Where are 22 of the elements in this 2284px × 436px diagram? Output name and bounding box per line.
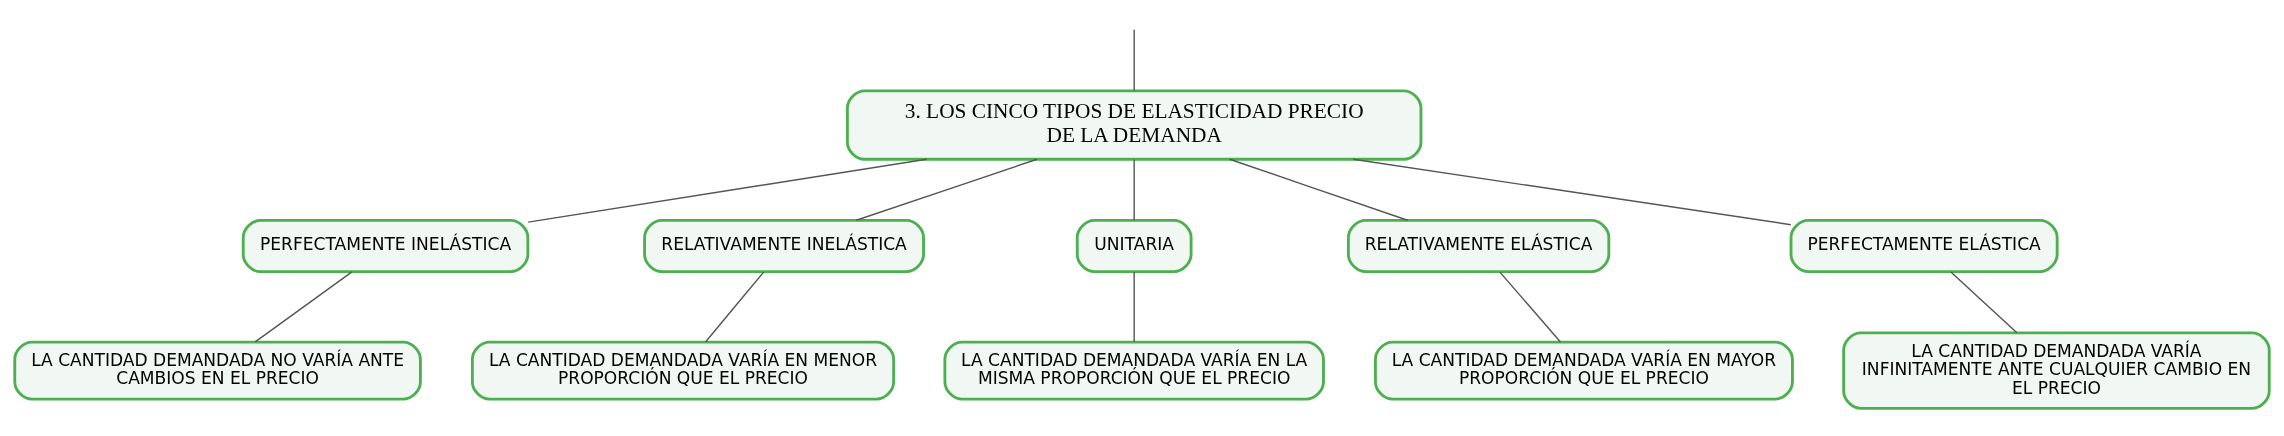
node-box: LA CANTIDAD DEMANDADA VARÍA EN MAYOR PROPORCIÓN QUE EL PRECIO [1374, 340, 1794, 400]
connector [704, 270, 765, 343]
connector [254, 270, 353, 343]
node-box: LA CANTIDAD DEMANDADA NO VARÍA ANTE CAMBIOS EN EL PRECIO [13, 340, 422, 400]
node-box: UNITARIA [1075, 218, 1193, 273]
connector [1133, 158, 1135, 221]
connector [527, 158, 928, 223]
connector [1133, 28, 1135, 91]
node-box: LA CANTIDAD DEMANDADA VARÍA EN LA MISMA PROPORCIÓN QUE EL PRECIO [943, 340, 1325, 400]
connector [1499, 270, 1562, 343]
node-box: RELATIVAMENTE ELÁSTICA [1346, 218, 1611, 273]
node-box: RELATIVAMENTE INELÁSTICA [643, 218, 925, 273]
node-box: LA CANTIDAD DEMANDADA VARÍA EN MENOR PROPORCIÓN QUE EL PRECIO [470, 340, 896, 400]
connector [1228, 158, 1409, 221]
connector [1352, 158, 1792, 225]
connector [1133, 270, 1135, 343]
node-box: LA CANTIDAD DEMANDADA VARÍA INFINITAMENTE ANTE CUALQUIER CAMBIO EN EL PRECIO [1842, 330, 2271, 410]
node-box: PERFECTAMENTE INELÁSTICA [241, 218, 530, 273]
connector [1950, 270, 2018, 333]
connector [855, 158, 1038, 221]
node-box: PERFECTAMENTE ELÁSTICA [1789, 218, 2059, 273]
node-box: 3. LOS CINCO TIPOS DE ELASTICIDAD PRECIO DE LA DEMANDA [845, 89, 1423, 161]
